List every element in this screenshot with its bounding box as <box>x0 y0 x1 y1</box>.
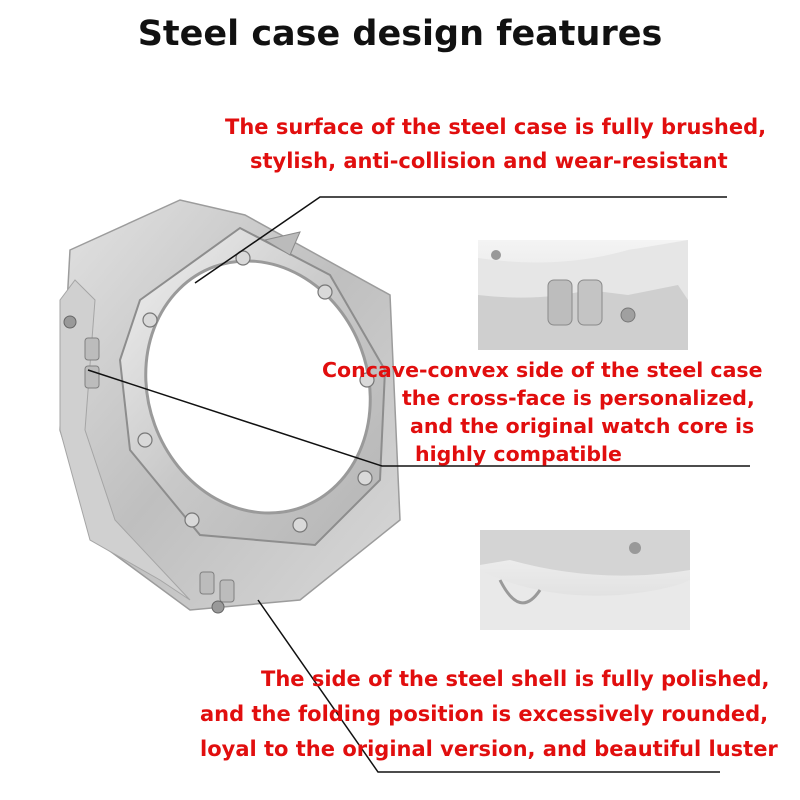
leader-line-bottom <box>257 599 720 773</box>
caption-line: loyal to the original version, and beaut… <box>200 737 778 761</box>
caption-line: stylish, anti-collision and wear-resista… <box>250 149 728 173</box>
caption-line: highly compatible <box>415 442 622 466</box>
lug-detail-image <box>478 240 688 350</box>
caption-line: and the original watch core is <box>410 414 755 438</box>
leader-line-top <box>194 196 727 284</box>
caption-line: The surface of the steel case is fully b… <box>225 115 767 139</box>
caption-polished-side: The side of the steel shell is fully pol… <box>198 662 778 767</box>
page-title: Steel case design features <box>137 14 663 54</box>
caption-brushed-surface: The surface of the steel case is fully b… <box>225 110 785 178</box>
side-detail-image <box>480 530 690 630</box>
caption-concave-convex-side: Concave-convex side of the steel case th… <box>322 356 763 468</box>
caption-line: Concave-convex side of the steel case <box>322 358 763 382</box>
leader-line-middle <box>87 369 750 467</box>
caption-line: The side of the steel shell is fully pol… <box>261 667 770 691</box>
caption-line: the cross-face is personalized, <box>402 386 755 410</box>
caption-line: and the folding position is excessively … <box>200 702 769 726</box>
